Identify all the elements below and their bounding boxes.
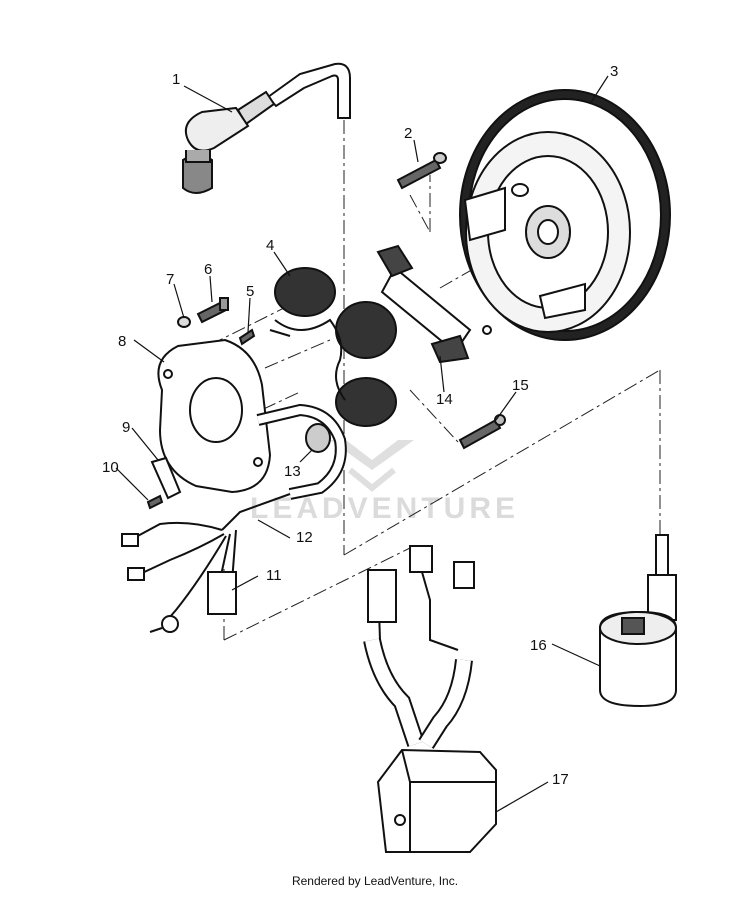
callout-1: 1 <box>172 71 180 88</box>
callout-3: 3 <box>610 63 618 80</box>
part-2-screw <box>396 152 447 190</box>
callout-13: 13 <box>284 463 301 480</box>
part-6-bolt <box>196 297 229 324</box>
part-4-stator-coils <box>269 267 397 427</box>
callout-5: 5 <box>246 283 254 300</box>
part-5-screw <box>238 328 256 346</box>
part-10-screw <box>146 494 164 510</box>
callout-4: 4 <box>266 237 274 254</box>
part-13-grommet <box>256 403 347 500</box>
callout-7: 7 <box>166 271 174 288</box>
callout-8: 8 <box>118 333 126 350</box>
callout-2: 2 <box>404 125 412 142</box>
part-7-washer <box>177 316 191 328</box>
part-9-clamp <box>150 456 182 500</box>
callout-9: 9 <box>122 419 130 436</box>
part-3-flywheel <box>459 89 671 341</box>
callout-12: 12 <box>296 529 313 546</box>
part-14-exciter-coil <box>376 244 492 364</box>
callout-16: 16 <box>530 637 547 654</box>
leader-lines <box>115 75 609 813</box>
callout-11: 11 <box>266 567 282 584</box>
part-16-ignition-coil <box>599 534 677 708</box>
watermark: LEADVENTURE <box>250 440 519 525</box>
part-17-cdi-module <box>363 545 497 853</box>
callout-10: 10 <box>102 459 119 476</box>
callout-6: 6 <box>204 261 212 278</box>
watermark-text: LEADVENTURE <box>250 492 519 525</box>
part-1-spark-plug-cap <box>182 62 351 194</box>
callout-15: 15 <box>512 377 529 394</box>
callout-labels: 1 2 3 4 5 6 7 8 9 10 11 12 13 14 15 16 1… <box>102 63 618 788</box>
part-8-stator-plate <box>157 338 272 494</box>
callout-14: 14 <box>436 391 453 408</box>
footer-credit: Rendered by LeadVenture, Inc. <box>291 874 459 888</box>
part-12-wire-harness <box>121 493 291 633</box>
callout-17: 17 <box>552 771 569 788</box>
part-15-screw <box>458 414 506 450</box>
